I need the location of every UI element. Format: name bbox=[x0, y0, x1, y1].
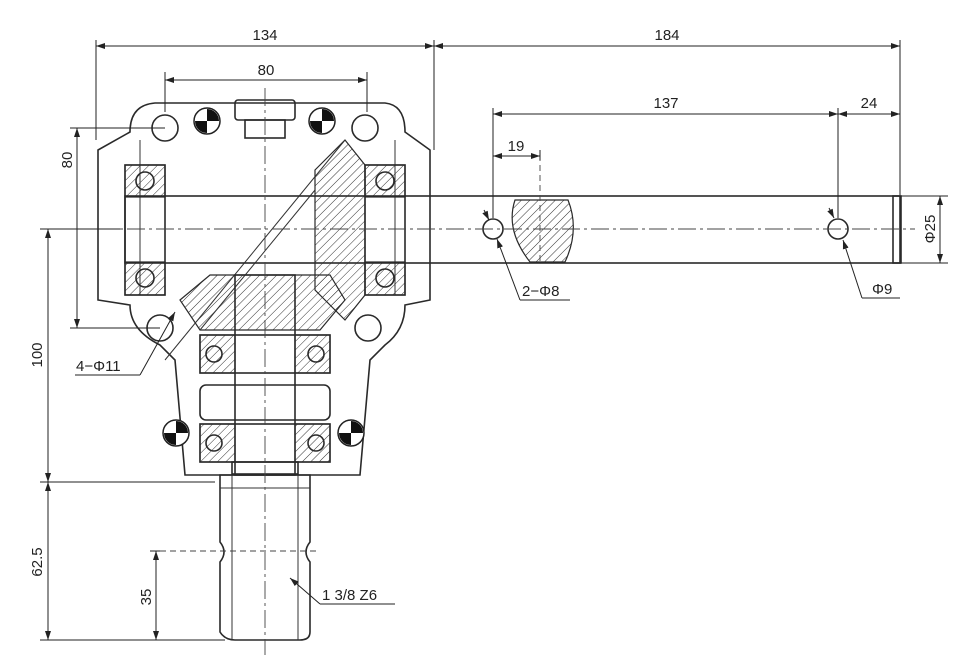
dim-19: 19 bbox=[508, 138, 525, 155]
label-cross-hole: Φ9 bbox=[872, 281, 892, 298]
centerlines bbox=[40, 88, 915, 655]
dimension-labels: 134 184 80 137 24 19 80 100 62.5 35 Φ25 … bbox=[29, 27, 939, 605]
dim-35: 35 bbox=[138, 589, 155, 606]
dim-diameter-25: Φ25 bbox=[922, 215, 939, 244]
dim-62-5: 62.5 bbox=[29, 547, 46, 576]
dim-80-vertical: 80 bbox=[59, 152, 76, 169]
dim-184: 184 bbox=[654, 27, 679, 44]
label-mount-holes: 4−Φ11 bbox=[76, 358, 121, 375]
dim-80-top: 80 bbox=[258, 62, 275, 79]
dim-24: 24 bbox=[861, 95, 878, 112]
dim-134: 134 bbox=[252, 27, 277, 44]
mounting-symbols bbox=[162, 107, 365, 447]
dimension-lines bbox=[40, 40, 948, 641]
bevel-gears bbox=[164, 139, 366, 361]
vertical-shaft bbox=[199, 274, 331, 476]
dim-100: 100 bbox=[29, 342, 46, 367]
label-spline-spec: 1 3/8 Z6 bbox=[322, 587, 377, 604]
dim-137: 137 bbox=[653, 95, 678, 112]
horizontal-shaft bbox=[124, 195, 902, 264]
horizontal-bearings bbox=[124, 164, 406, 296]
label-pin-holes: 2−Φ8 bbox=[522, 283, 559, 300]
